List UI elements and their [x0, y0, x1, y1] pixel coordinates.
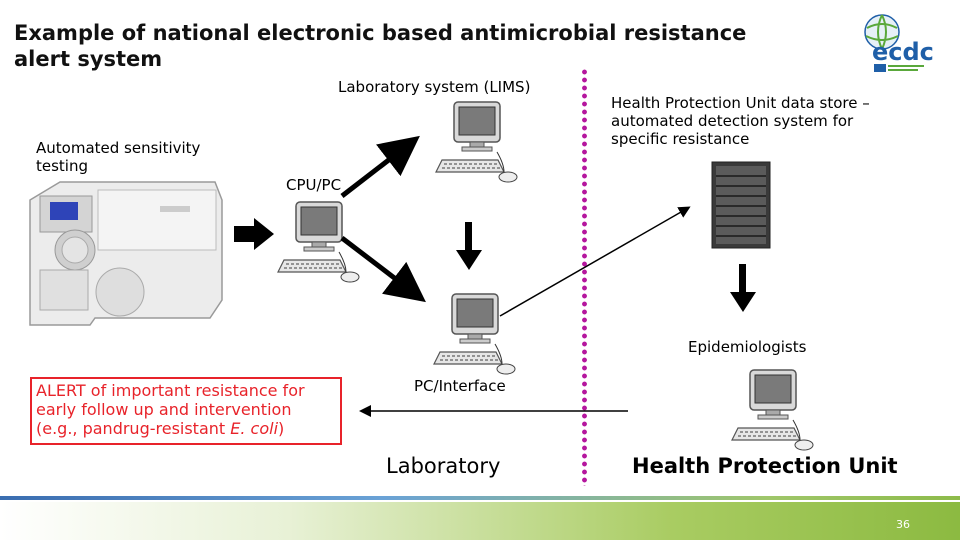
cpu-to-interface-arrow: [340, 236, 426, 303]
alert-line-3: (e.g., pandrug-resistant E. coli): [36, 419, 336, 438]
epidemiologist-computer-icon: [731, 369, 814, 451]
globe-icon: ecdc: [864, 14, 934, 72]
alert-line-3-prefix: (e.g., pandrug-resistant: [36, 419, 231, 438]
ecdc-logo: ecdc: [858, 10, 938, 76]
hpu-heading: Health Protection Unit: [632, 454, 898, 478]
alert-box: ALERT of important resistance for early …: [30, 377, 342, 445]
lims-to-interface-arrow: [456, 222, 482, 270]
hpu-store-line-2: automated detection system for: [611, 112, 854, 130]
cpu-to-lims-arrow: [340, 135, 420, 198]
page-number: 36: [896, 518, 910, 531]
section-divider: [582, 68, 587, 486]
lims-label: Laboratory system (LIMS): [338, 78, 531, 96]
store-to-epidemiologists-arrow: [730, 264, 756, 312]
alert-line-1: ALERT of important resistance for: [36, 381, 305, 400]
server-icon: [711, 161, 771, 249]
hpu-data-store-label: Health Protection Unit data store – auto…: [611, 94, 870, 148]
alert-line-3-suffix: ): [278, 419, 285, 438]
lims-computer-icon: [435, 101, 518, 183]
automated-testing-line-2: testing: [36, 157, 89, 175]
sensitivity-testing-instrument: [29, 181, 223, 326]
automated-testing-label: Automated sensitivity testing: [36, 139, 200, 175]
title-line-2: alert system: [14, 47, 163, 71]
slide-title: Example of national electronic based ant…: [14, 20, 794, 72]
logo-text: ecdc: [872, 38, 934, 66]
hpu-store-line-3: specific resistance: [611, 130, 750, 148]
instrument-to-cpu-arrow: [234, 218, 274, 250]
footer-rule: [0, 496, 960, 500]
interface-to-store-arrow: [499, 206, 691, 317]
alert-ecoli: E. coli: [230, 419, 279, 438]
title-line-1: Example of national electronic based ant…: [14, 21, 747, 45]
automated-testing-line-1: Automated sensitivity: [36, 139, 201, 157]
hpu-store-line-1: Health Protection Unit data store –: [611, 94, 870, 112]
alert-line-2: early follow up and intervention: [36, 400, 292, 419]
laboratory-heading: Laboratory: [386, 454, 501, 478]
cpu-pc-label: CPU/PC: [286, 176, 342, 194]
interface-computer-icon: [433, 293, 516, 375]
epidemiologists-label: Epidemiologists: [688, 338, 807, 356]
footer-band: [0, 502, 960, 540]
pc-interface-label: PC/Interface: [414, 377, 506, 395]
